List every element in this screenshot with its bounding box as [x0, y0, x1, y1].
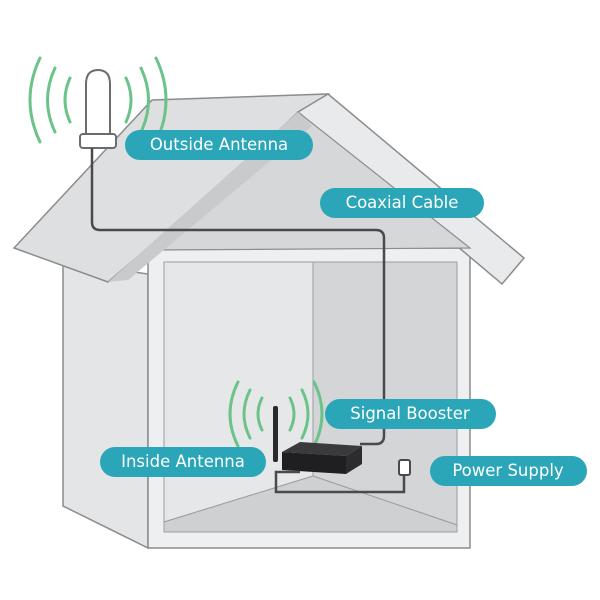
label-text: Power Supply — [452, 461, 564, 480]
label-pill — [325, 399, 496, 429]
signal-booster-device — [273, 406, 362, 474]
power-cable — [274, 470, 406, 494]
signal-booster-top — [282, 442, 362, 456]
signal-booster-front — [282, 452, 346, 474]
label-coaxial-cable: Coaxial Cable — [320, 188, 484, 218]
outside-antenna-base — [79, 133, 117, 149]
label-signal-booster: Signal Booster — [325, 399, 496, 429]
label-pill — [320, 188, 484, 218]
house-interior-floor — [163, 475, 458, 533]
label-text: Coaxial Cable — [346, 193, 459, 212]
coaxial-cable — [90, 148, 386, 446]
label-text: Outside Antenna — [150, 135, 288, 154]
outside-antenna — [28, 56, 168, 149]
outside-antenna-body — [85, 68, 111, 135]
power-supply-plug-icon — [398, 459, 411, 476]
label-pill — [125, 130, 313, 160]
inside-antenna-signal-icon — [228, 380, 324, 448]
label-outside-antenna: Outside Antenna — [125, 130, 313, 160]
label-text: Inside Antenna — [121, 452, 245, 471]
inside-antenna-mast — [273, 406, 278, 462]
house-left-wall — [62, 261, 149, 550]
outside-antenna-signal-icon — [28, 56, 168, 144]
signal-booster-side — [346, 446, 362, 474]
label-text: Signal Booster — [350, 404, 470, 423]
label-power-supply: Power Supply — [430, 456, 587, 486]
label-pill — [100, 447, 266, 477]
label-pill — [430, 456, 587, 486]
label-inside-antenna: Inside Antenna — [100, 447, 266, 477]
